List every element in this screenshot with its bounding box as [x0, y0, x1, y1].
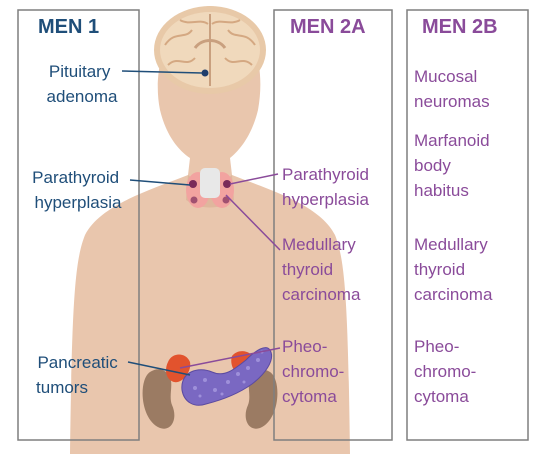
men2a-column-box [273, 9, 393, 441]
parathyroid-right-upper [223, 180, 231, 188]
men2a-title: MEN 2A [290, 16, 366, 38]
thyroid-parathyroid-icon [186, 168, 234, 208]
connector-parathyroid-men1 [129, 179, 191, 186]
men1-label-pituitary: Pituitary adenoma [47, 62, 118, 106]
men2b-label-pheochromocytoma: Pheo- chromo- cytoma [414, 337, 481, 406]
men2a-label-parathyroid: Parathyroid hyperplasia [282, 165, 374, 209]
men2b-label-marfanoid: Marfanoid body habitus [414, 131, 494, 200]
men2b-title: MEN 2B [422, 16, 498, 38]
men2b-label-mucosal: Mucosal neuromas [414, 67, 490, 111]
connector-pituitary [121, 70, 203, 74]
torso-shape [70, 6, 350, 454]
brain-icon [154, 6, 266, 94]
pituitary-dot [201, 69, 209, 77]
men2b-label-medullary: Medullary thyroid carcinoma [414, 235, 493, 304]
men2b-column-box [406, 9, 529, 441]
connector-pancreas [127, 361, 191, 376]
men1-label-pancreatic: Pancreatic tumors [36, 353, 123, 397]
men1-column-box [17, 9, 140, 441]
men2a-label-pheochromocytoma: Pheo- chromo- cytoma [282, 337, 349, 406]
men2a-label-medullary: Medullary thyroid carcinoma [282, 235, 361, 304]
parathyroid-left-upper [189, 180, 197, 188]
connector-lines [121, 70, 281, 376]
connector-parathyroid-men2a [229, 173, 279, 185]
connector-pheochromocytoma [179, 347, 281, 369]
men1-title: MEN 1 [38, 16, 99, 38]
kidney-icon [142, 369, 278, 429]
men1-label-parathyroid: Parathyroid hyperplasia [32, 168, 124, 212]
connector-medullary [225, 194, 281, 251]
